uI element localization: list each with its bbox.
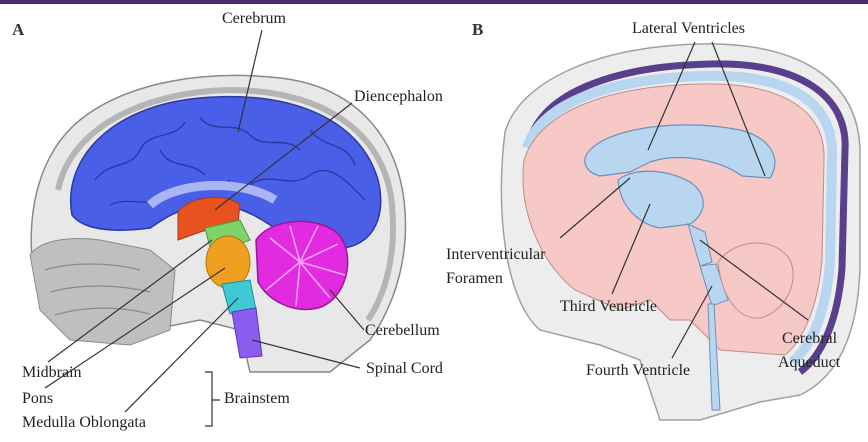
- panel-label-a: A: [12, 20, 24, 40]
- label-lateral-ventricles: Lateral Ventricles: [632, 20, 745, 38]
- label-third-ventricle: Third Ventricle: [560, 298, 657, 316]
- label-brainstem: Brainstem: [224, 390, 290, 408]
- label-cerebral-aqueduct-line2: Aqueduct: [778, 354, 840, 372]
- label-medulla-oblongata: Medulla Oblongata: [22, 414, 146, 432]
- panel-label-b: B: [472, 20, 483, 40]
- label-interventricular-line1: Interventricular: [446, 246, 546, 264]
- label-pons: Pons: [22, 390, 53, 408]
- label-cerebellum: Cerebellum: [365, 322, 440, 340]
- brainstem-bracket: [205, 372, 220, 426]
- label-diencephalon: Diencephalon: [354, 88, 443, 106]
- pons-shape: [206, 236, 250, 288]
- label-spinal-cord: Spinal Cord: [366, 360, 443, 378]
- cerebellum-shape: [256, 221, 348, 309]
- label-fourth-ventricle: Fourth Ventricle: [586, 362, 690, 380]
- panel-a-head-illustration: [30, 30, 406, 426]
- label-cerebral-aqueduct-line1: Cerebral: [782, 330, 837, 348]
- label-midbrain: Midbrain: [22, 364, 82, 382]
- label-interventricular-line2: Foramen: [446, 270, 503, 288]
- label-cerebrum: Cerebrum: [222, 10, 286, 28]
